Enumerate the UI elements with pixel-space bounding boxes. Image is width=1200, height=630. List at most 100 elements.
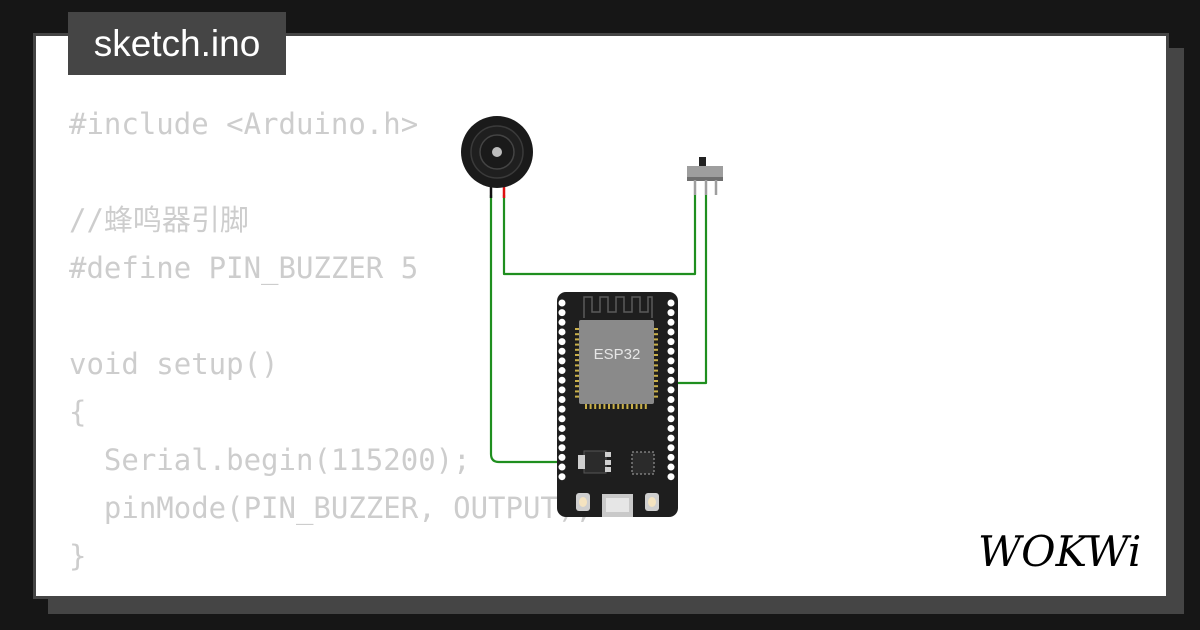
module-pin — [653, 395, 658, 398]
module-pin — [640, 404, 643, 409]
header-pin — [667, 309, 675, 317]
module-pin — [653, 364, 658, 367]
module-pin — [644, 404, 647, 409]
module-pin — [612, 404, 615, 409]
header-pin — [558, 386, 566, 394]
header-pin — [667, 357, 675, 365]
header-pin — [558, 424, 566, 432]
piezo-buzzer[interactable] — [461, 116, 533, 198]
header-pin — [667, 405, 675, 413]
header-pin — [558, 347, 566, 355]
header-pin — [558, 463, 566, 471]
header-pin — [667, 444, 675, 452]
code-line: void setup() — [69, 347, 279, 381]
header-pin — [667, 386, 675, 394]
header-pin — [558, 453, 566, 461]
header-pin — [667, 299, 675, 307]
module-pin — [653, 328, 658, 330]
header-pin — [667, 473, 675, 481]
code-line: #include <Arduino.h> — [69, 107, 419, 141]
wokwi-logo: WOKWi — [978, 527, 1141, 574]
module-pin — [594, 404, 597, 409]
header-pin — [558, 328, 566, 336]
wokwi-logo-text: WOKWi — [978, 527, 1141, 574]
wire-switch-to-esp32 — [671, 195, 708, 385]
module-pin — [575, 328, 580, 330]
module-pin — [575, 369, 580, 372]
module-pin — [575, 380, 580, 382]
header-pin — [558, 357, 566, 365]
module-pin — [575, 343, 580, 346]
code-line: pinMode(PIN_BUZZER, OUTPUT); — [69, 491, 593, 525]
header-pin — [667, 424, 675, 432]
header-pin — [667, 434, 675, 442]
header-pin — [667, 367, 675, 375]
module-pin — [635, 404, 638, 409]
module-pin — [653, 359, 658, 362]
header-pin — [558, 376, 566, 384]
wire-buzzer-to-esp32 — [489, 195, 561, 464]
header-pin — [667, 396, 675, 403]
code-line: } — [69, 539, 87, 573]
module-pin — [585, 404, 587, 409]
module-pin — [653, 385, 658, 388]
header-pin — [667, 328, 675, 336]
module-pin — [589, 404, 592, 409]
module-pin — [575, 385, 580, 388]
esp32-board[interactable]: ESP32 — [557, 292, 678, 517]
module-pin — [631, 404, 633, 409]
module-pin — [626, 404, 629, 409]
module-pin — [603, 404, 606, 409]
code-line: { — [69, 395, 87, 429]
header-pin — [558, 299, 566, 307]
wire-buzzer-to-switch — [502, 195, 697, 276]
slide-switch[interactable] — [687, 157, 723, 195]
header-pin — [558, 309, 566, 317]
code-line: #define PIN_BUZZER 5 — [69, 251, 419, 285]
header-pin — [667, 453, 675, 461]
wires — [489, 195, 708, 464]
module-pin — [617, 404, 620, 409]
header-pin — [667, 318, 675, 326]
header-pin — [558, 405, 566, 413]
module-pin — [653, 380, 658, 382]
module-pin — [653, 338, 658, 341]
header-pin — [558, 396, 566, 403]
module-pin — [653, 333, 658, 336]
header-pin — [667, 338, 675, 346]
header-pin — [667, 415, 675, 423]
code-line: //蜂鸣器引脚 — [69, 203, 249, 237]
module-pin — [653, 390, 658, 393]
module-pin — [653, 354, 658, 356]
module-pin — [575, 395, 580, 398]
module-pin — [598, 404, 601, 409]
module-pin — [575, 354, 580, 356]
module-pin — [653, 374, 658, 377]
header-pin — [558, 338, 566, 346]
header-pin — [558, 318, 566, 326]
code-editor: #include <Arduino.h> //蜂鸣器引脚 #define PIN_B… — [69, 100, 593, 580]
header-pin — [558, 473, 566, 481]
esp32-label: ESP32 — [594, 346, 641, 363]
module-pin — [653, 348, 658, 351]
header-pin — [558, 444, 566, 452]
module-pin — [575, 364, 580, 367]
module-pin — [653, 369, 658, 372]
file-tab[interactable]: sketch.ino — [68, 12, 286, 75]
esp32-module — [579, 320, 654, 404]
module-pin — [575, 348, 580, 351]
module-pin — [575, 338, 580, 341]
module-pin — [653, 343, 658, 346]
code-line: Serial.begin(115200); — [69, 443, 471, 477]
header-pin — [558, 367, 566, 375]
module-pin — [575, 374, 580, 377]
header-pin — [667, 347, 675, 355]
module-pin — [575, 333, 580, 336]
header-pin — [667, 463, 675, 471]
header-pin — [667, 376, 675, 384]
module-pin — [575, 390, 580, 393]
module-pin — [575, 359, 580, 362]
module-pin — [621, 404, 624, 409]
module-pin — [608, 404, 610, 409]
